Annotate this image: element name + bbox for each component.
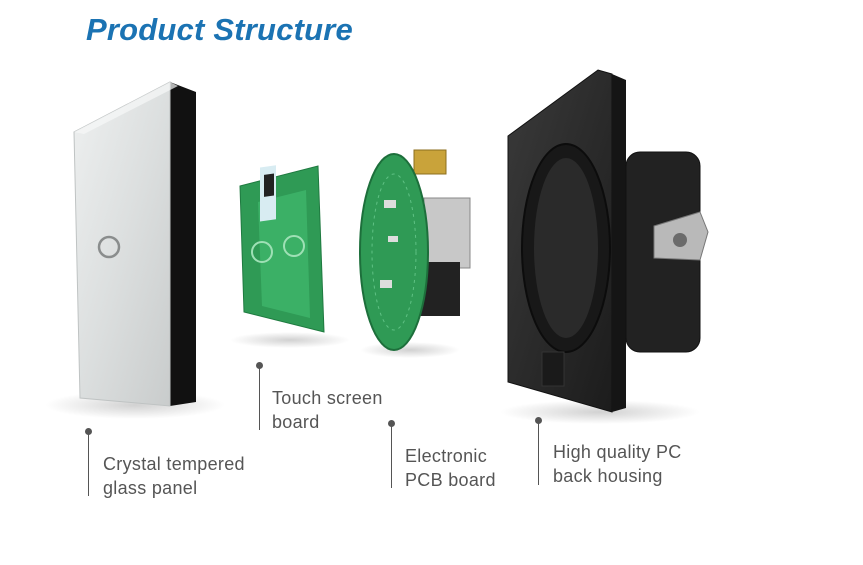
label-pcb-board: Electronic PCB board: [405, 444, 496, 492]
touch-circle-icon: [97, 235, 121, 259]
label-pcb-line-2: PCB board: [405, 470, 496, 490]
label-touch-line-1: Touch screen: [272, 388, 383, 408]
touch-screen-board: [230, 165, 350, 348]
touch-leader-line: [259, 366, 261, 430]
label-touch-line-2: board: [272, 412, 320, 432]
glass-leader-dot: [85, 428, 92, 435]
label-glass-line-2: glass panel: [103, 478, 198, 498]
housing-leader-dot: [535, 417, 542, 424]
label-glass-panel: Crystal tempered glass panel: [103, 452, 245, 500]
label-housing-line-1: High quality PC: [553, 442, 682, 462]
touch-leader-dot: [256, 362, 263, 369]
page-title: Product Structure: [86, 12, 353, 47]
pcb-leader-dot: [388, 420, 395, 427]
glass-leader-line: [88, 432, 90, 496]
label-glass-line-1: Crystal tempered: [103, 454, 245, 474]
label-housing-line-2: back housing: [553, 466, 663, 486]
pcb-board: [359, 149, 471, 358]
housing-leader-line: [538, 421, 540, 485]
glass-panel: [45, 81, 225, 419]
label-back-housing: High quality PC back housing: [553, 440, 682, 488]
back-housing: [500, 69, 709, 424]
pcb-leader-line: [391, 424, 393, 488]
label-pcb-line-1: Electronic: [405, 446, 488, 466]
label-touch-board: Touch screen board: [272, 386, 383, 434]
